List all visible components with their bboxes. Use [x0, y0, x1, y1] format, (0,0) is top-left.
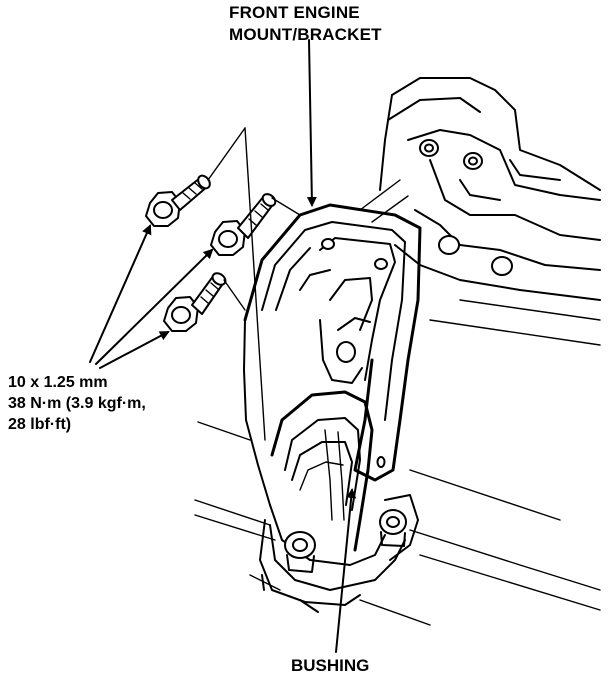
bolt-alignment-lines: [207, 127, 301, 441]
bolt-torque-spec-label: 10 x 1.25 mm 38 N·m (3.9 kgf·m, 28 lbf·f…: [8, 372, 146, 435]
engine-bracket-holes: [419, 139, 513, 276]
bolt-upper: [145, 174, 211, 227]
bushing-leader-arrow: [335, 488, 357, 653]
mount-label-line2: MOUNT/BRACKET: [229, 25, 382, 44]
bolt-middle: [210, 193, 277, 256]
mount-label-line1: FRONT ENGINE: [229, 3, 360, 22]
spec-label-line1: 10 x 1.25 mm: [8, 374, 108, 391]
leader-arrows: [89, 39, 357, 653]
bolt-lower: [163, 272, 227, 332]
spec-leader-arrow-lower: [99, 331, 170, 369]
frame-rails: [194, 421, 601, 626]
engine-block-structure: [359, 77, 601, 346]
mount-bracket: [243, 203, 422, 506]
mount-leader-arrow: [306, 39, 317, 207]
lower-flange: [259, 494, 419, 613]
bushing-label: BUSHING: [291, 655, 369, 677]
bushing: [269, 390, 406, 591]
spec-leader-arrow-upper: [89, 224, 152, 363]
front-engine-mount-bracket-label: FRONT ENGINE MOUNT/BRACKET: [229, 2, 382, 46]
bushing-label-text: BUSHING: [291, 656, 370, 675]
spec-leader-arrow-middle: [95, 248, 214, 365]
spec-label-line2: 38 N·m (3.9 kgf·m,: [8, 395, 146, 412]
spec-label-line3: 28 lbf·ft): [8, 416, 72, 433]
